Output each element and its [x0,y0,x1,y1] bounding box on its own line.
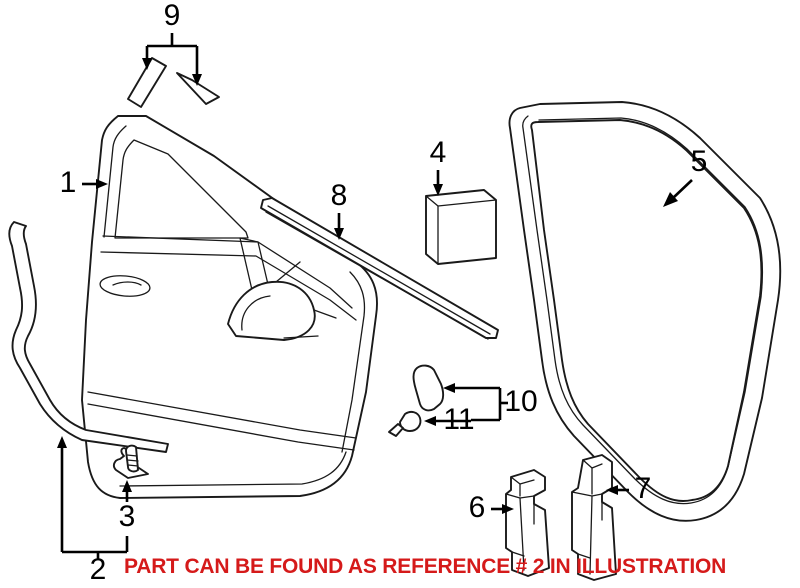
callout-7-leader [606,485,629,495]
part-9-applique-trim-strip-lower [176,72,220,105]
part-1-door-shell-outer-panel [81,115,378,499]
callout-11-leader [424,416,471,426]
callout-4-leader [433,170,443,196]
part-4-insulator-pad [425,189,497,265]
callout-4-label: 4 [430,136,447,169]
callout-2-leader [57,436,129,560]
callout-5-leader [663,179,693,207]
part-11-hinge-pin-rivet [388,410,422,437]
part-9-applique-trim-strip-upper [127,57,167,108]
callout-9-label: 9 [164,0,181,32]
callout-8-leader [334,213,344,240]
reference-note-text: PART CAN BE FOUND AS REFERENCE # 2 IN IL… [124,555,726,578]
part-8-belt-molding-outer [260,197,499,340]
callout-10-leader [443,383,508,422]
callout-5-label: 5 [691,145,708,178]
part-10-hinge-cover-cap [412,364,445,412]
callout-6-label: 6 [469,491,486,524]
callout-1-label: 1 [60,166,77,199]
part-2-door-opening-weatherstrip [8,221,169,453]
callout-9-leader [142,33,202,86]
callout-8-label: 8 [331,179,348,212]
part-3-weatherstrip-retainer-clip [112,444,149,479]
callout-10-label: 10 [504,385,537,418]
callout-7-label: 7 [635,472,652,505]
callout-6-leader [491,504,514,514]
callout-1-leader [82,179,108,189]
part-5-body-side-weatherstrip [508,101,782,522]
callout-2-label: 2 [90,553,107,586]
callout-3-label: 3 [119,500,136,533]
part-7-upper-door-hinge [571,454,617,581]
callout-11-label: 11 [443,403,474,436]
callout-3-leader [122,480,132,502]
